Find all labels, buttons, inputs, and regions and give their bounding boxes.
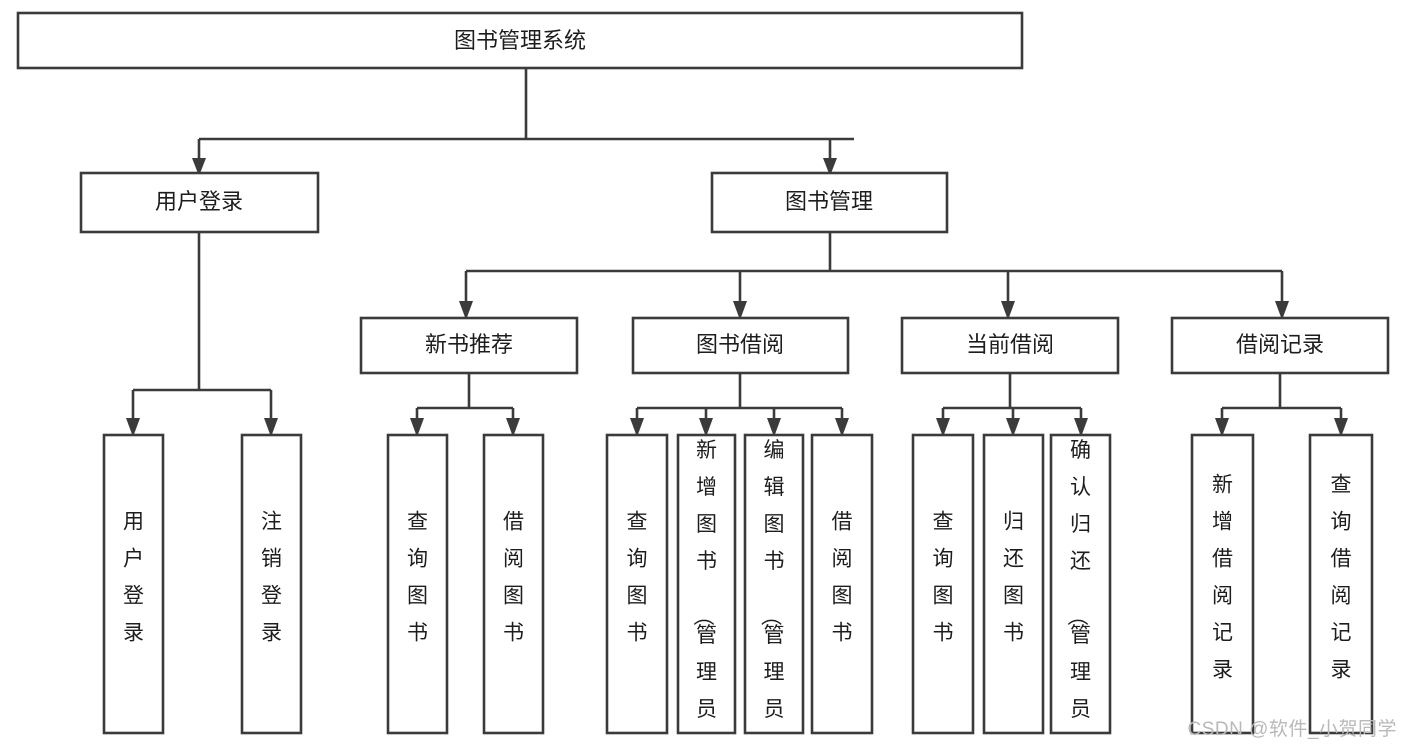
- node-leaf-borrow-book-rec[interactable]: 借阅图书: [482, 433, 545, 735]
- node-leaf-query-book-rec[interactable]: 查询图书: [386, 433, 449, 735]
- node-leaf-add-book-admin[interactable]: 新增图书（管理员）: [676, 433, 737, 747]
- connector-group-user-login: [126, 232, 278, 437]
- node-leaf-edit-book-admin[interactable]: 编辑图书（管理员）: [743, 433, 805, 747]
- node-book-borrow-label: 图书借阅: [696, 332, 784, 357]
- arrowhead-leaf-return-book: [1006, 418, 1020, 437]
- arrowhead-leaf-borrow-book: [835, 418, 849, 437]
- node-leaf-query-book-borrow-box[interactable]: [605, 433, 669, 735]
- node-root-box[interactable]: [16, 11, 1024, 70]
- arrowhead-leaf-edit-book-admin: [767, 418, 781, 437]
- node-book-borrow-box[interactable]: [631, 316, 850, 375]
- node-current-borrow-box[interactable]: [900, 316, 1120, 375]
- node-book-manage[interactable]: 图书管理: [710, 171, 949, 234]
- node-leaf-user-logout-label: 注销登录: [261, 511, 282, 645]
- node-leaf-borrow-book-rec-box[interactable]: [482, 433, 545, 735]
- node-leaf-edit-book-admin-box[interactable]: [743, 433, 805, 735]
- arrowhead-leaf-add-borrow-record: [1215, 418, 1229, 437]
- node-leaf-user-logout-box[interactable]: [240, 433, 303, 735]
- arrowhead-leaf-confirm-return-admin: [1074, 418, 1088, 437]
- node-leaf-query-book-cur-box[interactable]: [911, 433, 975, 735]
- node-new-book-recommend-box[interactable]: [359, 316, 579, 375]
- node-leaf-return-book[interactable]: 归还图书: [982, 433, 1045, 735]
- connector-group-book-borrow: [630, 373, 849, 437]
- node-leaf-add-book-admin-label: 新增图书（管理员）: [691, 439, 717, 747]
- node-leaf-user-logout[interactable]: 注销登录: [240, 433, 303, 735]
- arrowhead-leaf-user-login: [126, 418, 140, 437]
- node-leaf-query-borrow-record[interactable]: 查询借阅记录: [1308, 433, 1374, 735]
- node-leaf-user-login-label: 用户登录: [123, 511, 144, 645]
- node-leaf-query-borrow-record-label: 查询借阅记录: [1331, 474, 1352, 682]
- node-leaf-borrow-book-label: 借阅图书: [832, 511, 853, 645]
- connector-group-borrow-record: [1215, 373, 1348, 437]
- node-leaf-query-book-rec-box[interactable]: [386, 433, 449, 735]
- node-current-borrow-label: 当前借阅: [966, 332, 1054, 357]
- node-leaf-return-book-box[interactable]: [982, 433, 1045, 735]
- node-borrow-record[interactable]: 借阅记录: [1170, 316, 1390, 375]
- arrowhead-user-login: [192, 158, 206, 176]
- arrowhead-leaf-borrow-book-rec: [506, 418, 520, 437]
- node-leaf-query-book-cur-label: 查询图书: [933, 511, 954, 645]
- node-leaf-confirm-return-admin-label: 确认归还（管理员）: [1065, 439, 1091, 747]
- node-leaf-add-borrow-record-box[interactable]: [1190, 433, 1255, 735]
- arrowhead-leaf-query-book-cur: [936, 418, 950, 437]
- connector-group-book-manage: [459, 232, 1289, 320]
- node-leaf-add-book-admin-box[interactable]: [676, 433, 737, 735]
- node-leaf-query-book-cur[interactable]: 查询图书: [911, 433, 975, 735]
- arrowhead-borrow-record: [1275, 301, 1289, 320]
- arrowhead-leaf-query-borrow-record: [1334, 418, 1348, 437]
- node-leaf-query-book-borrow[interactable]: 查询图书: [605, 433, 669, 735]
- arrowhead-current-borrow: [1001, 301, 1015, 320]
- arrowhead-new-book-recommend: [459, 301, 473, 320]
- node-leaf-confirm-return-admin-box[interactable]: [1049, 433, 1112, 735]
- connector-group-new-book-recommend: [410, 373, 520, 437]
- node-leaf-edit-book-admin-label: 编辑图书（管理员）: [759, 439, 785, 747]
- node-user-login[interactable]: 用户登录: [79, 171, 320, 234]
- arrowhead-book-manage: [823, 158, 837, 176]
- node-leaf-borrow-book-rec-label: 借阅图书: [503, 511, 524, 645]
- node-root[interactable]: 图书管理系统: [16, 11, 1024, 70]
- csdn-watermark: CSDN @软件_小贺同学: [1187, 719, 1397, 740]
- node-leaf-query-book-rec-label: 查询图书: [407, 511, 428, 645]
- node-new-book-recommend[interactable]: 新书推荐: [359, 316, 579, 375]
- node-book-manage-box[interactable]: [710, 171, 949, 234]
- node-leaf-query-book-borrow-label: 查询图书: [627, 511, 648, 645]
- node-leaf-confirm-return-admin[interactable]: 确认归还（管理员）: [1049, 433, 1112, 747]
- arrowhead-leaf-query-book-borrow: [630, 418, 644, 437]
- node-borrow-record-box[interactable]: [1170, 316, 1390, 375]
- node-user-login-box[interactable]: [79, 171, 320, 234]
- node-leaf-return-book-label: 归还图书: [1003, 511, 1024, 645]
- node-leaf-borrow-book-box[interactable]: [810, 433, 874, 735]
- node-borrow-record-label: 借阅记录: [1236, 332, 1324, 357]
- node-leaf-user-login[interactable]: 用户登录: [102, 433, 165, 735]
- node-book-manage-label: 图书管理: [785, 189, 873, 214]
- node-user-login-label: 用户登录: [155, 189, 243, 214]
- connector-group-root: [192, 68, 854, 176]
- node-new-book-recommend-label: 新书推荐: [425, 332, 513, 357]
- node-leaf-user-login-box[interactable]: [102, 433, 165, 735]
- node-leaf-add-borrow-record-label: 新增借阅记录: [1212, 474, 1233, 682]
- node-current-borrow[interactable]: 当前借阅: [900, 316, 1120, 375]
- arrowhead-leaf-user-logout: [264, 418, 278, 437]
- arrowhead-book-borrow: [733, 301, 747, 320]
- node-leaf-add-borrow-record[interactable]: 新增借阅记录: [1190, 433, 1255, 735]
- node-leaf-borrow-book[interactable]: 借阅图书: [810, 433, 874, 735]
- connector-group-current-borrow: [936, 373, 1088, 437]
- arrowhead-leaf-add-book-admin: [699, 418, 713, 437]
- arrowhead-leaf-query-book-rec: [410, 418, 424, 437]
- node-root-label: 图书管理系统: [454, 28, 586, 53]
- node-book-borrow[interactable]: 图书借阅: [631, 316, 850, 375]
- node-leaf-query-borrow-record-box[interactable]: [1308, 433, 1374, 735]
